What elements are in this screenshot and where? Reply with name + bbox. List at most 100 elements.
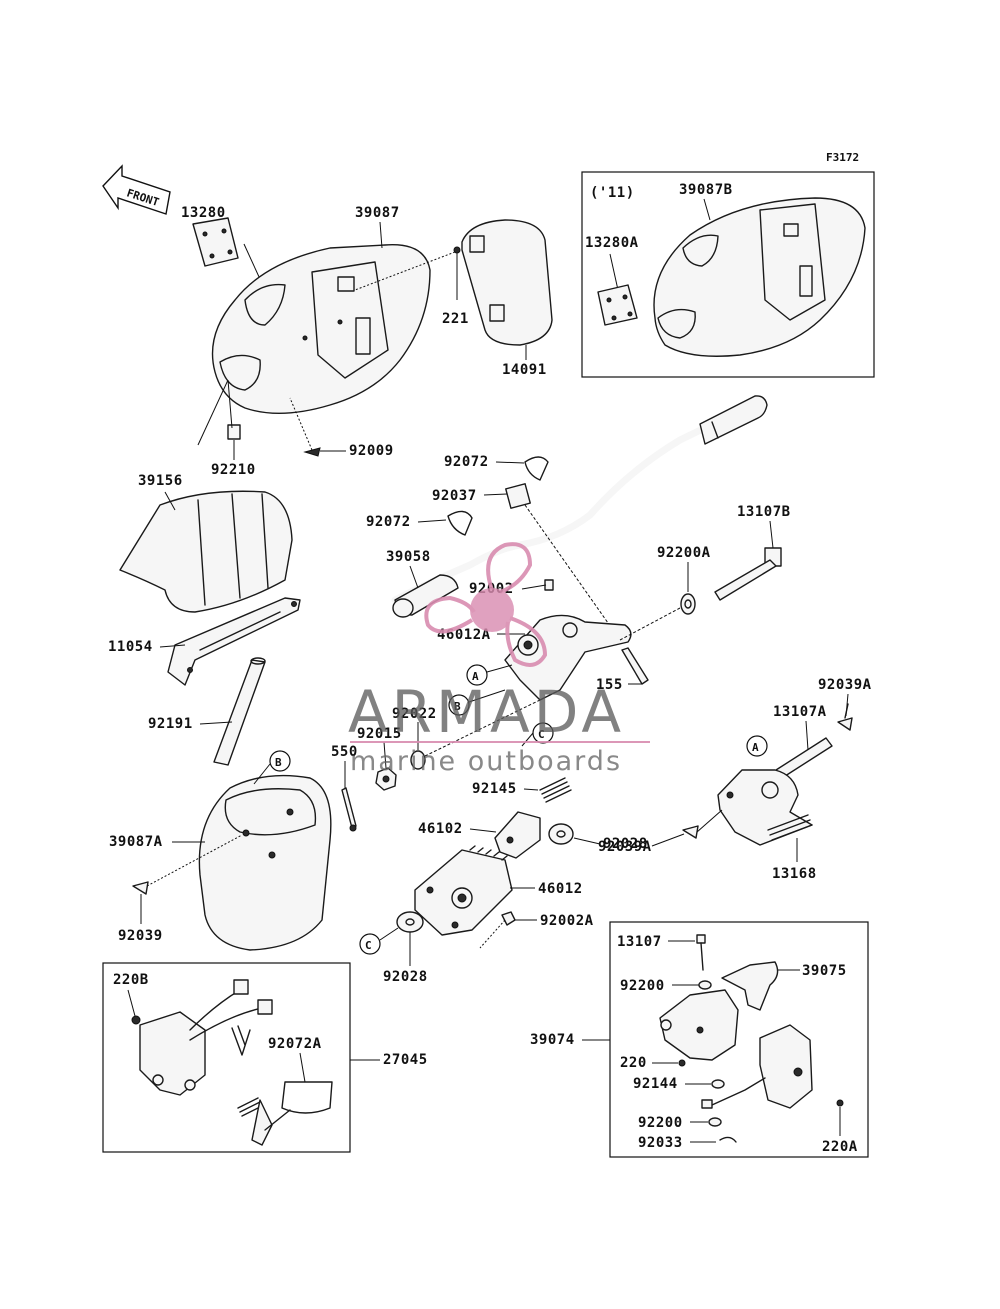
figure-code: F3172: [826, 151, 859, 164]
label-92145: 92145: [472, 781, 517, 797]
callout-b-center-text: B: [454, 700, 461, 713]
part-13107B-bolt: [714, 547, 782, 601]
callout-a-center: [466, 664, 488, 686]
label-220: 220: [620, 1055, 647, 1071]
callout-b-center: [448, 694, 470, 716]
part-92028-washer-upper: [548, 823, 574, 845]
part-39075-cover: [721, 961, 779, 1011]
label-92022: 92022: [392, 706, 437, 722]
label-39058: 39058: [386, 549, 431, 565]
part-46012-housing: [414, 845, 513, 936]
label-46012: 46012: [538, 881, 583, 897]
label-13107B: 13107B: [737, 504, 791, 520]
part-92072-clamp-lower: [447, 510, 473, 536]
watermark: ARMADA marine outboards: [348, 542, 650, 777]
label-92033: 92033: [638, 1135, 683, 1151]
part-92028-washer-lower: [396, 911, 424, 933]
label-39074: 39074: [530, 1032, 575, 1048]
part-39058-grip: [392, 574, 459, 618]
callout-c-center-text: C: [538, 728, 545, 741]
label-13280A: 13280A: [585, 235, 639, 251]
label-39087: 39087: [355, 205, 400, 221]
label-92200-upper: 92200: [620, 978, 665, 994]
part-220-screw: [678, 1059, 686, 1067]
callout-b-left-text: B: [275, 756, 282, 769]
label-220B: 220B: [113, 972, 149, 988]
label-92200-lower: 92200: [638, 1115, 683, 1131]
callout-a-right-text: A: [752, 741, 759, 754]
label-92072-upper: 92072: [444, 454, 489, 470]
part-46102-valve: [494, 811, 541, 859]
label-92210: 92210: [211, 462, 256, 478]
part-550-bolt: [341, 787, 357, 832]
label-92039A-left: 92039A: [598, 839, 652, 855]
label-13107A: 13107A: [773, 704, 827, 720]
part-39087-cover: [211, 244, 431, 414]
part-92022-washer: [410, 750, 426, 770]
part-27045-switch: [131, 979, 333, 1146]
part-13107-bolt: [696, 934, 706, 971]
part-92144-spring: [711, 1079, 725, 1089]
inset-2011: [581, 171, 875, 378]
part-handlebar: [391, 395, 768, 604]
inset-title: ('11): [590, 185, 635, 201]
part-13168-bracket: [717, 769, 813, 846]
label-155: 155: [596, 677, 623, 693]
watermark-brand: ARMADA: [348, 678, 625, 746]
part-221-screw: [354, 246, 461, 300]
label-550: 550: [331, 744, 358, 760]
part-92009-screw: [289, 397, 321, 457]
part-92200A-washer: [619, 593, 696, 641]
part-14091-cover: [461, 219, 553, 346]
label-39087A: 39087A: [109, 834, 163, 850]
part-39074-throttle-case: [659, 989, 813, 1109]
label-92039: 92039: [118, 928, 163, 944]
part-13280-plate: [192, 217, 239, 267]
part-92015-nut: [375, 767, 397, 791]
part-92200-washer-upper: [698, 980, 712, 990]
label-39156: 39156: [138, 473, 183, 489]
label-39075: 39075: [802, 963, 847, 979]
label-92028-upper: 92028: [603, 836, 648, 852]
label-220A: 220A: [822, 1139, 858, 1155]
callout-c-lower-text: C: [365, 939, 372, 952]
part-39087A-cover: [198, 774, 332, 951]
label-92200A: 92200A: [657, 545, 711, 561]
callout-c-lower: [359, 933, 381, 955]
front-arrow-icon: FRONT: [102, 164, 171, 215]
label-92037: 92037: [432, 488, 477, 504]
part-92072-clamp-upper: [524, 456, 549, 481]
label-92002A: 92002A: [540, 913, 594, 929]
part-155-pin: [621, 647, 649, 685]
label-221: 221: [442, 311, 469, 327]
label-13107: 13107: [617, 934, 662, 950]
label-46102: 46102: [418, 821, 463, 837]
callout-a-right: [746, 735, 768, 757]
label-11054: 11054: [108, 639, 153, 655]
part-92039A-clip-right: [837, 703, 853, 731]
part-92033-ring: [719, 1136, 737, 1143]
part-92037-clip: [505, 483, 621, 641]
label-92039A-right: 92039A: [818, 677, 872, 693]
part-11054-bracket: [167, 597, 301, 686]
part-92039A-clip-left: [682, 809, 723, 839]
callout-b-left: [269, 750, 291, 772]
label-92028-lower: 92028: [383, 969, 428, 985]
watermark-propeller-icon: [424, 542, 548, 667]
label-92009: 92009: [349, 443, 394, 459]
label-14091: 14091: [502, 362, 547, 378]
label-13168: 13168: [772, 866, 817, 882]
label-13280: 13280: [181, 205, 226, 221]
label-92144: 92144: [633, 1076, 678, 1092]
part-46012A-holder: [504, 579, 632, 701]
part-13280A-plate: [597, 284, 638, 326]
label-27045: 27045: [383, 1052, 428, 1068]
callout-a-center-text: A: [472, 670, 479, 683]
part-39087B-cover: [653, 197, 866, 357]
label-92072A: 92072A: [268, 1036, 322, 1052]
part-92191-tube: [213, 657, 266, 766]
part-92039-clip: [132, 834, 243, 895]
label-92072-lower: 92072: [366, 514, 411, 530]
